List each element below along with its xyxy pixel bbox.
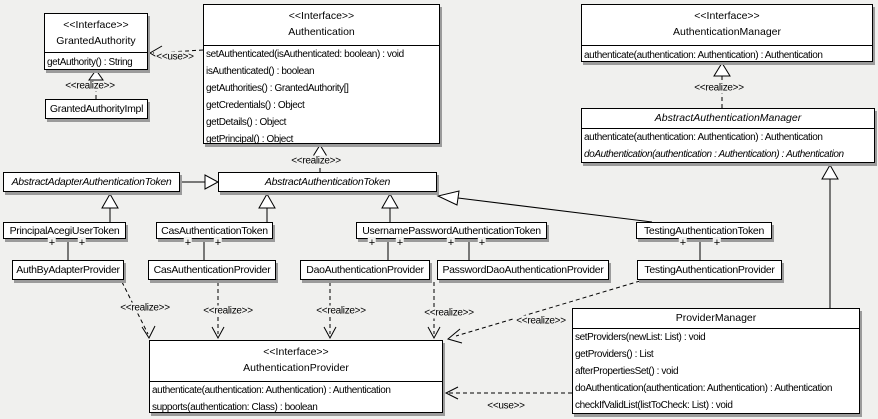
method: authenticate(authentication: Authenticat… <box>584 132 823 143</box>
method: getCredentials() : Object <box>206 100 305 111</box>
class-box-cas-authentication-provider: CasAuthenticationProvider <box>148 260 276 280</box>
realize-edge-daoauthenticationprovider <box>323 282 337 340</box>
class-box-authentication: <<Interface>> Authentication setAuthenti… <box>203 4 440 145</box>
method: getAuthorities() : GrantedAuthority[] <box>206 83 349 94</box>
class-name: TestingAuthenticationProvider <box>644 264 775 276</box>
class-box-authentication-provider: <<Interface>> AuthenticationProvider aut… <box>149 340 443 413</box>
class-box-testing-authentication-token: TestingAuthenticationToken <box>636 222 772 239</box>
class-box-abstract-authentication-token: AbstractAuthenticationToken <box>218 172 437 192</box>
method: supports(authentication: Class) : boolea… <box>152 402 318 413</box>
method: getDetails() : Object <box>206 117 286 128</box>
class-name: CasAuthenticationToken <box>161 224 268 237</box>
association-end-label: + <box>678 237 688 249</box>
realize-label: <<realize>> <box>202 305 254 317</box>
stereotype-label: <<Interface>> <box>694 10 760 22</box>
class-name: DaoAuthenticationProvider <box>306 264 424 276</box>
class-box-granted-authority: <<Interface>> GrantedAuthority getAuthor… <box>44 13 148 70</box>
method: getAuthority() : String <box>47 57 133 68</box>
method: doAuthentication(authentication: Authent… <box>575 383 832 394</box>
class-name: ProviderManager <box>573 309 859 329</box>
method-compartment: authenticate(authentication: Authenticat… <box>582 46 872 65</box>
association-end-label: + <box>395 237 405 249</box>
class-name: AbstractAuthenticationManager <box>582 109 874 129</box>
realize-label: <<realize>> <box>119 302 171 314</box>
association-end-label: + <box>47 237 57 249</box>
method-compartment: authenticate(authentication: Authenticat… <box>582 129 874 163</box>
association-end-label: + <box>477 237 487 249</box>
class-name: AuthenticationProvider <box>243 362 349 374</box>
realize-edge-testingauthenticationprovider <box>446 280 641 344</box>
class-box-dao-authentication-provider: DaoAuthenticationProvider <box>300 260 430 280</box>
method: getPrincipal() : Object <box>206 134 293 145</box>
class-name: Authentication <box>288 26 355 38</box>
class-title: <<Interface>> Authentication <box>204 5 439 46</box>
class-name: UsernamePasswordAuthenticationToken <box>362 224 541 237</box>
method: authenticate(authentication: Authenticat… <box>584 50 823 61</box>
generalization-edge-abstractadapter <box>180 174 220 190</box>
use-label: <<use>> <box>155 51 195 63</box>
use-edge-providermanager-authenticationprovider <box>444 386 572 400</box>
class-name: PasswordDaoAuthenticationProvider <box>442 264 604 276</box>
class-box-principal-acegi-user-token: PrincipalAcegiUserToken <box>3 222 126 239</box>
realize-label: <<realize>> <box>290 155 342 167</box>
class-box-password-dao-authentication-provider: PasswordDaoAuthenticationProvider <box>437 260 609 280</box>
class-box-provider-manager: ProviderManager setProviders(newList: Li… <box>572 308 860 414</box>
class-box-abstract-adapter-authentication-token: AbstractAdapterAuthenticationToken <box>3 172 180 192</box>
generalization-edge-casauthenticationtoken <box>258 192 276 222</box>
class-name: GrantedAuthority <box>56 35 136 47</box>
class-title: <<Interface>> AuthenticationProvider <box>150 341 442 382</box>
association-end-label: + <box>446 237 456 249</box>
use-label: <<use>> <box>486 400 526 412</box>
stereotype-label: <<Interface>> <box>288 10 355 22</box>
stereotype-label: <<Interface>> <box>263 346 329 358</box>
realize-label: <<realize>> <box>515 315 567 327</box>
method: checkIfValidList(listToCheck: List) : vo… <box>575 400 733 411</box>
method: isAuthenticated() : boolean <box>206 66 315 77</box>
realize-label: <<realize>> <box>64 80 116 92</box>
association-end-label: + <box>213 237 223 249</box>
association-end-label: + <box>77 237 87 249</box>
generalization-edge-principalacegiusertoken <box>101 192 119 222</box>
class-name: TestingAuthenticationToken <box>643 224 765 237</box>
method-compartment: authenticate(authentication: Authenticat… <box>150 382 442 416</box>
class-box-auth-by-adapter-provider: AuthByAdapterProvider <box>12 260 124 280</box>
realize-edge-passworddaoprovider <box>427 282 441 340</box>
class-name: AbstractAdapterAuthenticationToken <box>11 176 172 188</box>
class-title: <<Interface>> AuthenticationManager <box>582 5 872 46</box>
stereotype-label: <<Interface>> <box>63 19 129 31</box>
association-end-label: + <box>712 237 722 249</box>
association-end-label: + <box>367 237 377 249</box>
method-compartment: getAuthority() : String <box>45 53 147 72</box>
generalization-edge-testingauthenticationtoken <box>436 190 653 223</box>
generalization-edge-providermanager <box>821 163 839 308</box>
generalization-edge-usernamepasswordtoken <box>381 192 399 222</box>
class-box-abstract-authentication-manager: AbstractAuthenticationManager authentica… <box>581 108 875 163</box>
method: setAuthenticated(isAuthenticated: boolea… <box>206 49 404 60</box>
realize-edge-casauthenticationprovider <box>211 282 225 340</box>
class-box-authentication-manager: <<Interface>> AuthenticationManager auth… <box>581 4 873 62</box>
class-name: PrincipalAcegiUserToken <box>9 224 120 237</box>
method: getProviders() : List <box>575 349 654 360</box>
realize-label: <<realize>> <box>423 307 475 319</box>
class-name: AuthenticationManager <box>673 26 781 38</box>
method: afterPropertiesSet() : void <box>575 366 679 377</box>
realize-label: <<realize>> <box>315 305 367 317</box>
realize-label: <<realize>> <box>693 82 745 94</box>
method: doAuthentication(authentication : Authen… <box>584 149 844 160</box>
class-name: GrantedAuthorityImpl <box>49 103 144 115</box>
class-title: <<Interface>> GrantedAuthority <box>45 14 147 53</box>
class-box-granted-authority-impl: GrantedAuthorityImpl <box>45 99 148 119</box>
class-name: AuthByAdapterProvider <box>16 264 120 276</box>
class-box-testing-authentication-provider: TestingAuthenticationProvider <box>637 260 782 280</box>
method: setProviders(newList: List) : void <box>575 332 706 343</box>
association-edges <box>67 239 701 261</box>
method-compartment: setAuthenticated(isAuthenticated: boolea… <box>204 46 439 148</box>
class-name: CasAuthenticationProvider <box>153 264 271 276</box>
association-end-label: + <box>183 237 193 249</box>
method: authenticate(authentication: Authenticat… <box>152 385 391 396</box>
method-compartment: setProviders(newList: List) : void getPr… <box>573 329 859 414</box>
class-name: AbstractAuthenticationToken <box>264 176 391 188</box>
